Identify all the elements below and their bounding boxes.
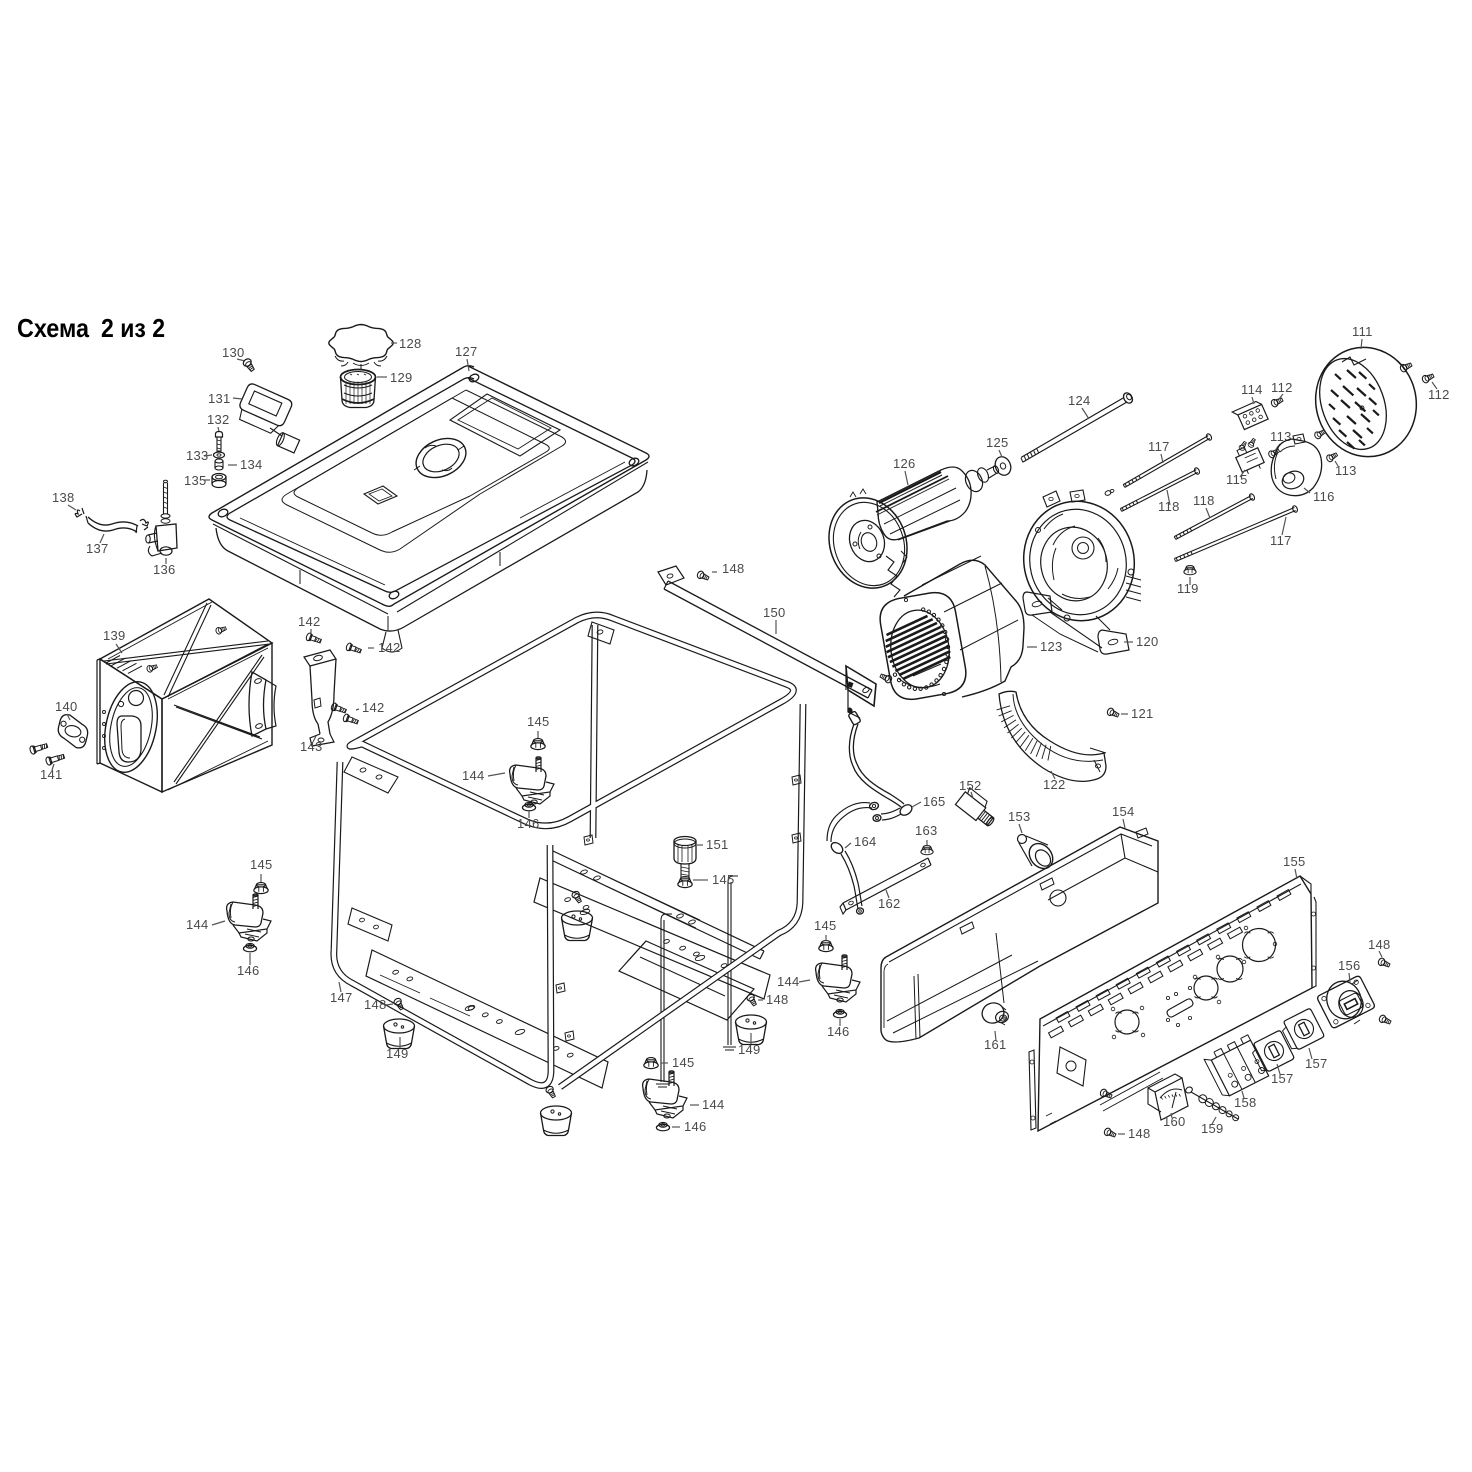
svg-text:154: 154 <box>1112 804 1135 819</box>
svg-text:128: 128 <box>399 336 422 351</box>
svg-text:142: 142 <box>298 614 321 629</box>
svg-text:132: 132 <box>207 412 230 427</box>
svg-text:124: 124 <box>1068 393 1091 408</box>
svg-text:146: 146 <box>517 816 540 831</box>
svg-text:143: 143 <box>300 739 323 754</box>
svg-text:140: 140 <box>55 699 78 714</box>
svg-text:148: 148 <box>1368 937 1391 952</box>
svg-text:127: 127 <box>455 344 478 359</box>
svg-text:156: 156 <box>1338 958 1361 973</box>
svg-text:130: 130 <box>222 345 245 360</box>
svg-text:148: 148 <box>722 561 745 576</box>
svg-text:125: 125 <box>986 435 1009 450</box>
svg-text:113: 113 <box>1270 429 1292 444</box>
svg-text:112: 112 <box>1271 380 1293 395</box>
svg-text:145: 145 <box>814 918 837 933</box>
svg-text:137: 137 <box>86 541 109 556</box>
svg-text:118: 118 <box>1158 499 1180 514</box>
svg-text:158: 158 <box>1234 1095 1257 1110</box>
svg-text:117: 117 <box>1148 439 1170 454</box>
svg-text:144: 144 <box>777 974 800 989</box>
svg-text:152: 152 <box>959 778 982 793</box>
svg-text:138: 138 <box>52 490 75 505</box>
svg-text:142: 142 <box>378 640 401 655</box>
svg-text:123: 123 <box>1040 639 1063 654</box>
svg-text:135: 135 <box>184 473 207 488</box>
svg-text:146: 146 <box>827 1024 850 1039</box>
svg-text:Схема: Схема <box>17 313 89 343</box>
svg-text:2 из 2: 2 из 2 <box>101 313 165 343</box>
svg-text:141: 141 <box>40 767 63 782</box>
svg-text:155: 155 <box>1283 854 1306 869</box>
svg-text:164: 164 <box>854 834 877 849</box>
svg-text:160: 160 <box>1163 1114 1186 1129</box>
svg-text:122: 122 <box>1043 777 1066 792</box>
svg-text:134: 134 <box>240 457 263 472</box>
svg-text:148: 148 <box>364 997 387 1012</box>
svg-text:120: 120 <box>1136 634 1159 649</box>
svg-text:157: 157 <box>1305 1056 1328 1071</box>
svg-text:145: 145 <box>250 857 273 872</box>
svg-text:161: 161 <box>984 1037 1007 1052</box>
svg-text:163: 163 <box>915 823 938 838</box>
svg-text:145: 145 <box>672 1055 695 1070</box>
svg-text:159: 159 <box>1201 1121 1224 1136</box>
svg-text:136: 136 <box>153 562 176 577</box>
svg-text:119: 119 <box>1177 581 1199 596</box>
svg-text:115: 115 <box>1226 472 1248 487</box>
svg-text:165: 165 <box>923 794 946 809</box>
svg-text:111: 111 <box>1352 324 1373 339</box>
svg-text:149: 149 <box>738 1042 761 1057</box>
svg-text:145: 145 <box>527 714 550 729</box>
svg-text:142: 142 <box>362 700 385 715</box>
svg-text:118: 118 <box>1193 493 1215 508</box>
svg-text:162: 162 <box>878 896 901 911</box>
svg-text:149: 149 <box>386 1046 409 1061</box>
svg-text:139: 139 <box>103 628 126 643</box>
svg-text:146: 146 <box>237 963 260 978</box>
svg-text:157: 157 <box>1271 1071 1294 1086</box>
svg-text:112: 112 <box>1428 387 1450 402</box>
svg-text:151: 151 <box>706 837 729 852</box>
svg-text:148: 148 <box>766 992 789 1007</box>
svg-text:133: 133 <box>186 448 209 463</box>
svg-text:113: 113 <box>1335 463 1357 478</box>
svg-text:153: 153 <box>1008 809 1031 824</box>
svg-text:147: 147 <box>330 990 353 1005</box>
svg-text:144: 144 <box>462 768 485 783</box>
svg-text:144: 144 <box>186 917 209 932</box>
svg-text:116: 116 <box>1313 489 1335 504</box>
svg-text:121: 121 <box>1131 706 1154 721</box>
svg-text:146: 146 <box>684 1119 707 1134</box>
svg-text:148: 148 <box>1128 1126 1151 1141</box>
svg-text:131: 131 <box>208 391 231 406</box>
svg-text:114: 114 <box>1241 382 1263 397</box>
svg-text:126: 126 <box>893 456 916 471</box>
svg-text:129: 129 <box>390 370 413 385</box>
svg-text:144: 144 <box>702 1097 725 1112</box>
svg-text:145: 145 <box>712 872 735 887</box>
svg-text:150: 150 <box>763 605 786 620</box>
svg-text:117: 117 <box>1270 533 1292 548</box>
